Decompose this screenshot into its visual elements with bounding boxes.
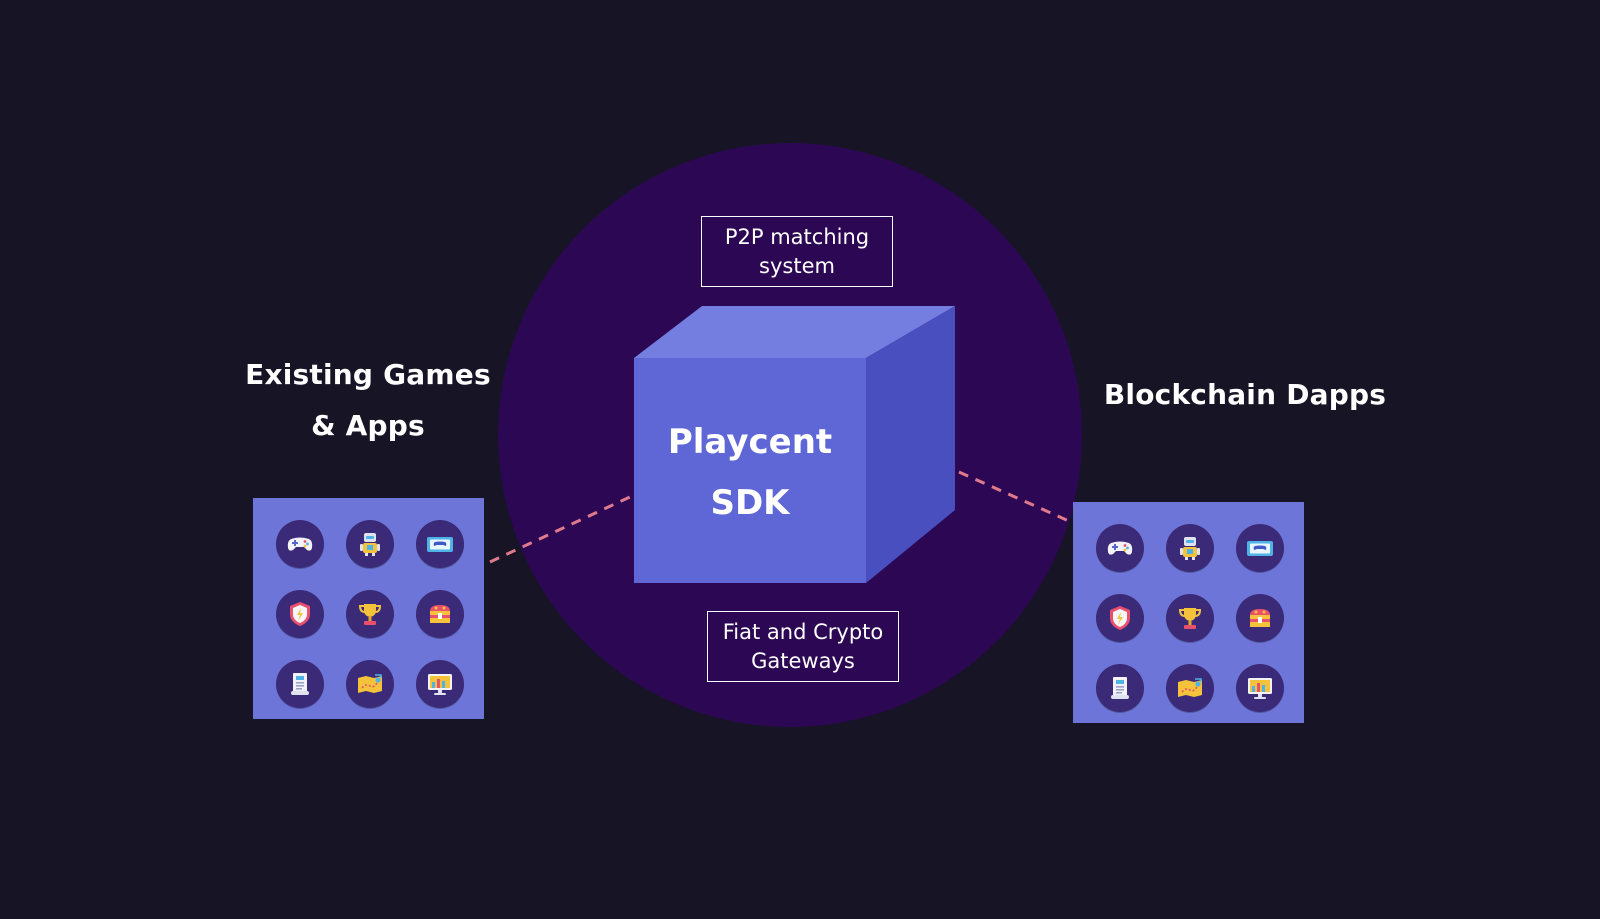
robot-icon-graphic xyxy=(360,533,380,556)
monitor-icon xyxy=(1236,664,1284,712)
label-line: Gateways xyxy=(751,649,855,673)
monitor-icon xyxy=(416,660,464,708)
gamepad-icon-graphic xyxy=(1107,541,1133,555)
game-screen-icon-graphic xyxy=(427,537,453,552)
game-screen-icon xyxy=(1236,524,1284,572)
robot-icon xyxy=(1166,524,1214,572)
shield-icon-graphic xyxy=(1110,606,1130,630)
heading-line: Existing Games xyxy=(245,358,491,391)
monitor-icon-graphic xyxy=(428,674,452,695)
cube-side-face xyxy=(866,306,955,583)
game-screen-icon xyxy=(416,520,464,568)
label-line: system xyxy=(759,254,835,278)
shield-icon xyxy=(276,590,324,638)
trophy-icon xyxy=(1166,594,1214,642)
blockchain-dapps-heading: Blockchain Dapps xyxy=(1103,378,1387,411)
trophy-icon-graphic xyxy=(358,604,382,625)
shield-icon xyxy=(1096,594,1144,642)
monitor-icon-graphic xyxy=(1248,678,1272,699)
shield-icon-graphic xyxy=(290,602,310,626)
existing-games-heading: Existing Games & Apps xyxy=(228,349,508,451)
treasure-map-icon-graphic xyxy=(1178,678,1202,697)
gamepad-icon-graphic xyxy=(287,537,313,551)
trophy-icon xyxy=(346,590,394,638)
scroll-icon-graphic xyxy=(291,673,309,695)
scroll-icon xyxy=(276,660,324,708)
gamepad-icon xyxy=(1096,524,1144,572)
sdk-cube xyxy=(634,306,955,583)
label-line: Fiat and Crypto xyxy=(722,620,884,644)
treasure-chest-icon xyxy=(416,590,464,638)
sdk-label-line: Playcent xyxy=(667,422,833,462)
scroll-icon xyxy=(1096,664,1144,712)
robot-icon xyxy=(346,520,394,568)
cube-front-face xyxy=(634,358,866,583)
treasure-chest-icon-graphic xyxy=(430,605,450,623)
fiat-crypto-gateways-label: Fiat and Crypto Gateways xyxy=(707,611,899,682)
trophy-icon-graphic xyxy=(1178,608,1202,629)
treasure-map-icon-graphic xyxy=(358,674,382,693)
gamepad-icon xyxy=(276,520,324,568)
left-connector-line xyxy=(489,494,633,564)
treasure-map-icon xyxy=(346,660,394,708)
robot-icon-graphic xyxy=(1180,537,1200,560)
treasure-chest-icon xyxy=(1236,594,1284,642)
existing-games-icon-grid xyxy=(253,498,484,719)
scroll-icon-graphic xyxy=(1111,677,1129,699)
treasure-chest-icon-graphic xyxy=(1250,609,1270,627)
cube-top-face xyxy=(634,306,955,358)
heading-line: & Apps xyxy=(311,409,425,442)
treasure-map-icon xyxy=(1166,664,1214,712)
playcent-sdk-label: Playcent SDK xyxy=(632,412,868,534)
label-line: P2P matching xyxy=(724,225,870,249)
blockchain-dapps-icon-grid xyxy=(1073,502,1304,723)
p2p-matching-label: P2P matching system xyxy=(701,216,893,287)
right-connector-line xyxy=(958,470,1081,528)
sdk-label-line: SDK xyxy=(710,483,790,523)
game-screen-icon-graphic xyxy=(1247,541,1273,556)
